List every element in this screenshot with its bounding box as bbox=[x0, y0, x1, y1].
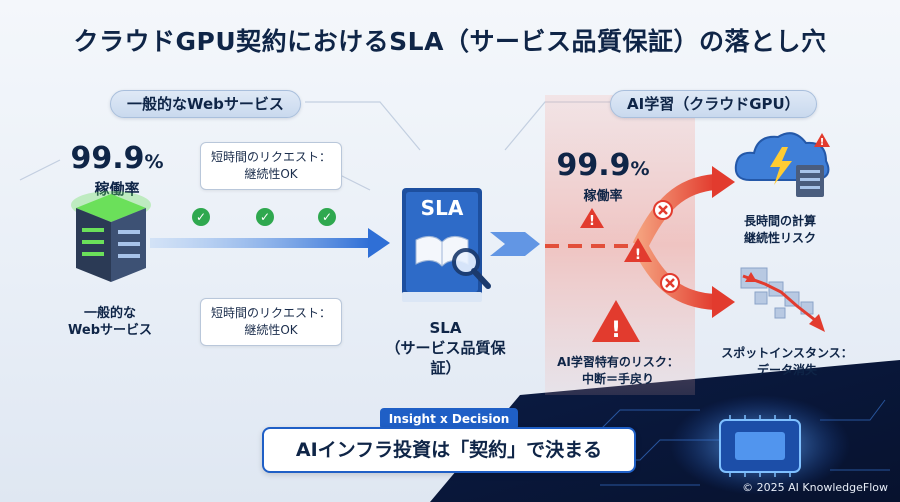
warning-icon-large: ! bbox=[592, 300, 640, 343]
cloud-caption-line2: 継続性リスク bbox=[743, 231, 816, 245]
ai-uptime-value: 99.9 bbox=[556, 148, 631, 183]
sla-caption: SLA （サービス品質保証） bbox=[378, 318, 513, 378]
web-uptime-unit: % bbox=[144, 151, 164, 173]
server-caption: 一般的な Webサービス bbox=[55, 305, 165, 339]
section-label-web: 一般的なWebサービス bbox=[110, 90, 301, 118]
data-loss-chart-icon bbox=[740, 267, 825, 332]
callout-top-line2: 継続性OK bbox=[244, 167, 298, 181]
red-arrow-lower-head bbox=[712, 286, 735, 318]
web-uptime-label: 稼働率 bbox=[94, 180, 140, 198]
check-icon-1: ✓ bbox=[192, 208, 210, 226]
svg-text:!: ! bbox=[635, 247, 641, 263]
x-mark-upper bbox=[653, 200, 673, 220]
risk-caption-line1: AI学習特有のリスク： bbox=[557, 355, 679, 369]
web-uptime-stat: 99.9% 稼働率 bbox=[62, 143, 172, 199]
svg-text:!: ! bbox=[820, 137, 825, 148]
footer-copyright: © 2025 AI KnowledgeFlow bbox=[742, 481, 888, 494]
check-icon-3: ✓ bbox=[318, 208, 336, 226]
server-caption-line2: Webサービス bbox=[68, 323, 152, 338]
ai-uptime-stat: 99.9% 稼働率 bbox=[548, 148, 658, 205]
x-mark-lower bbox=[660, 273, 680, 293]
insight-headline: AIインフラ投資は「契約」で決まる bbox=[262, 427, 636, 473]
sla-caption-line1: SLA bbox=[429, 319, 462, 337]
page-title: クラウドGPU契約におけるSLA（サービス品質保証）の落とし穴 bbox=[73, 27, 827, 56]
callout-bottom-line2: 継続性OK bbox=[244, 323, 298, 337]
red-arrow-upper-head bbox=[712, 166, 735, 198]
sla-book-icon bbox=[402, 188, 491, 302]
risk-caption-line2: 中断＝手戻り bbox=[581, 372, 654, 386]
warning-icon-small: ! bbox=[580, 208, 604, 229]
cloud-caption: 長時間の計算 継続性リスク bbox=[715, 213, 845, 247]
blue-flow-arrow bbox=[150, 228, 390, 258]
risk-caption: AI学習特有のリスク： 中断＝手戻り bbox=[548, 354, 688, 388]
check-icon-2: ✓ bbox=[256, 208, 274, 226]
callout-short-request-bottom: 短時間のリクエスト： 継続性OK bbox=[200, 298, 342, 346]
spot-caption-line2: データ消失 bbox=[756, 363, 817, 377]
sla-book-label: SLA bbox=[420, 196, 464, 220]
callout-bottom-line1: 短時間のリクエスト： bbox=[211, 306, 332, 320]
web-uptime-value: 99.9 bbox=[70, 141, 145, 176]
spot-caption: スポットインスタンス： データ消失 bbox=[712, 345, 862, 379]
red-arrow-lower bbox=[632, 242, 716, 310]
callout-short-request-top: 短時間のリクエスト： 継続性OK bbox=[200, 142, 342, 190]
section-label-ai: AI学習（クラウドGPU） bbox=[610, 90, 817, 118]
server-icon bbox=[71, 191, 151, 282]
insight-badge: Insight x Decision bbox=[380, 408, 518, 430]
ai-uptime-label: 稼働率 bbox=[583, 189, 623, 204]
svg-text:!: ! bbox=[611, 318, 621, 343]
cloud-caption-line1: 長時間の計算 bbox=[743, 214, 816, 228]
cloud-gpu-icon: ! bbox=[734, 132, 830, 197]
warning-icon-center: ! bbox=[624, 238, 652, 263]
sla-caption-line2: （サービス品質保証） bbox=[385, 339, 506, 377]
spot-caption-line1: スポットインスタンス： bbox=[721, 346, 853, 360]
red-arrow-upper bbox=[632, 174, 716, 250]
ai-uptime-unit: % bbox=[630, 158, 650, 180]
callout-top-line1: 短時間のリクエスト： bbox=[211, 150, 332, 164]
blue-chevron-arrow bbox=[490, 232, 540, 256]
server-caption-line1: 一般的な bbox=[83, 306, 136, 321]
svg-text:!: ! bbox=[589, 214, 595, 229]
